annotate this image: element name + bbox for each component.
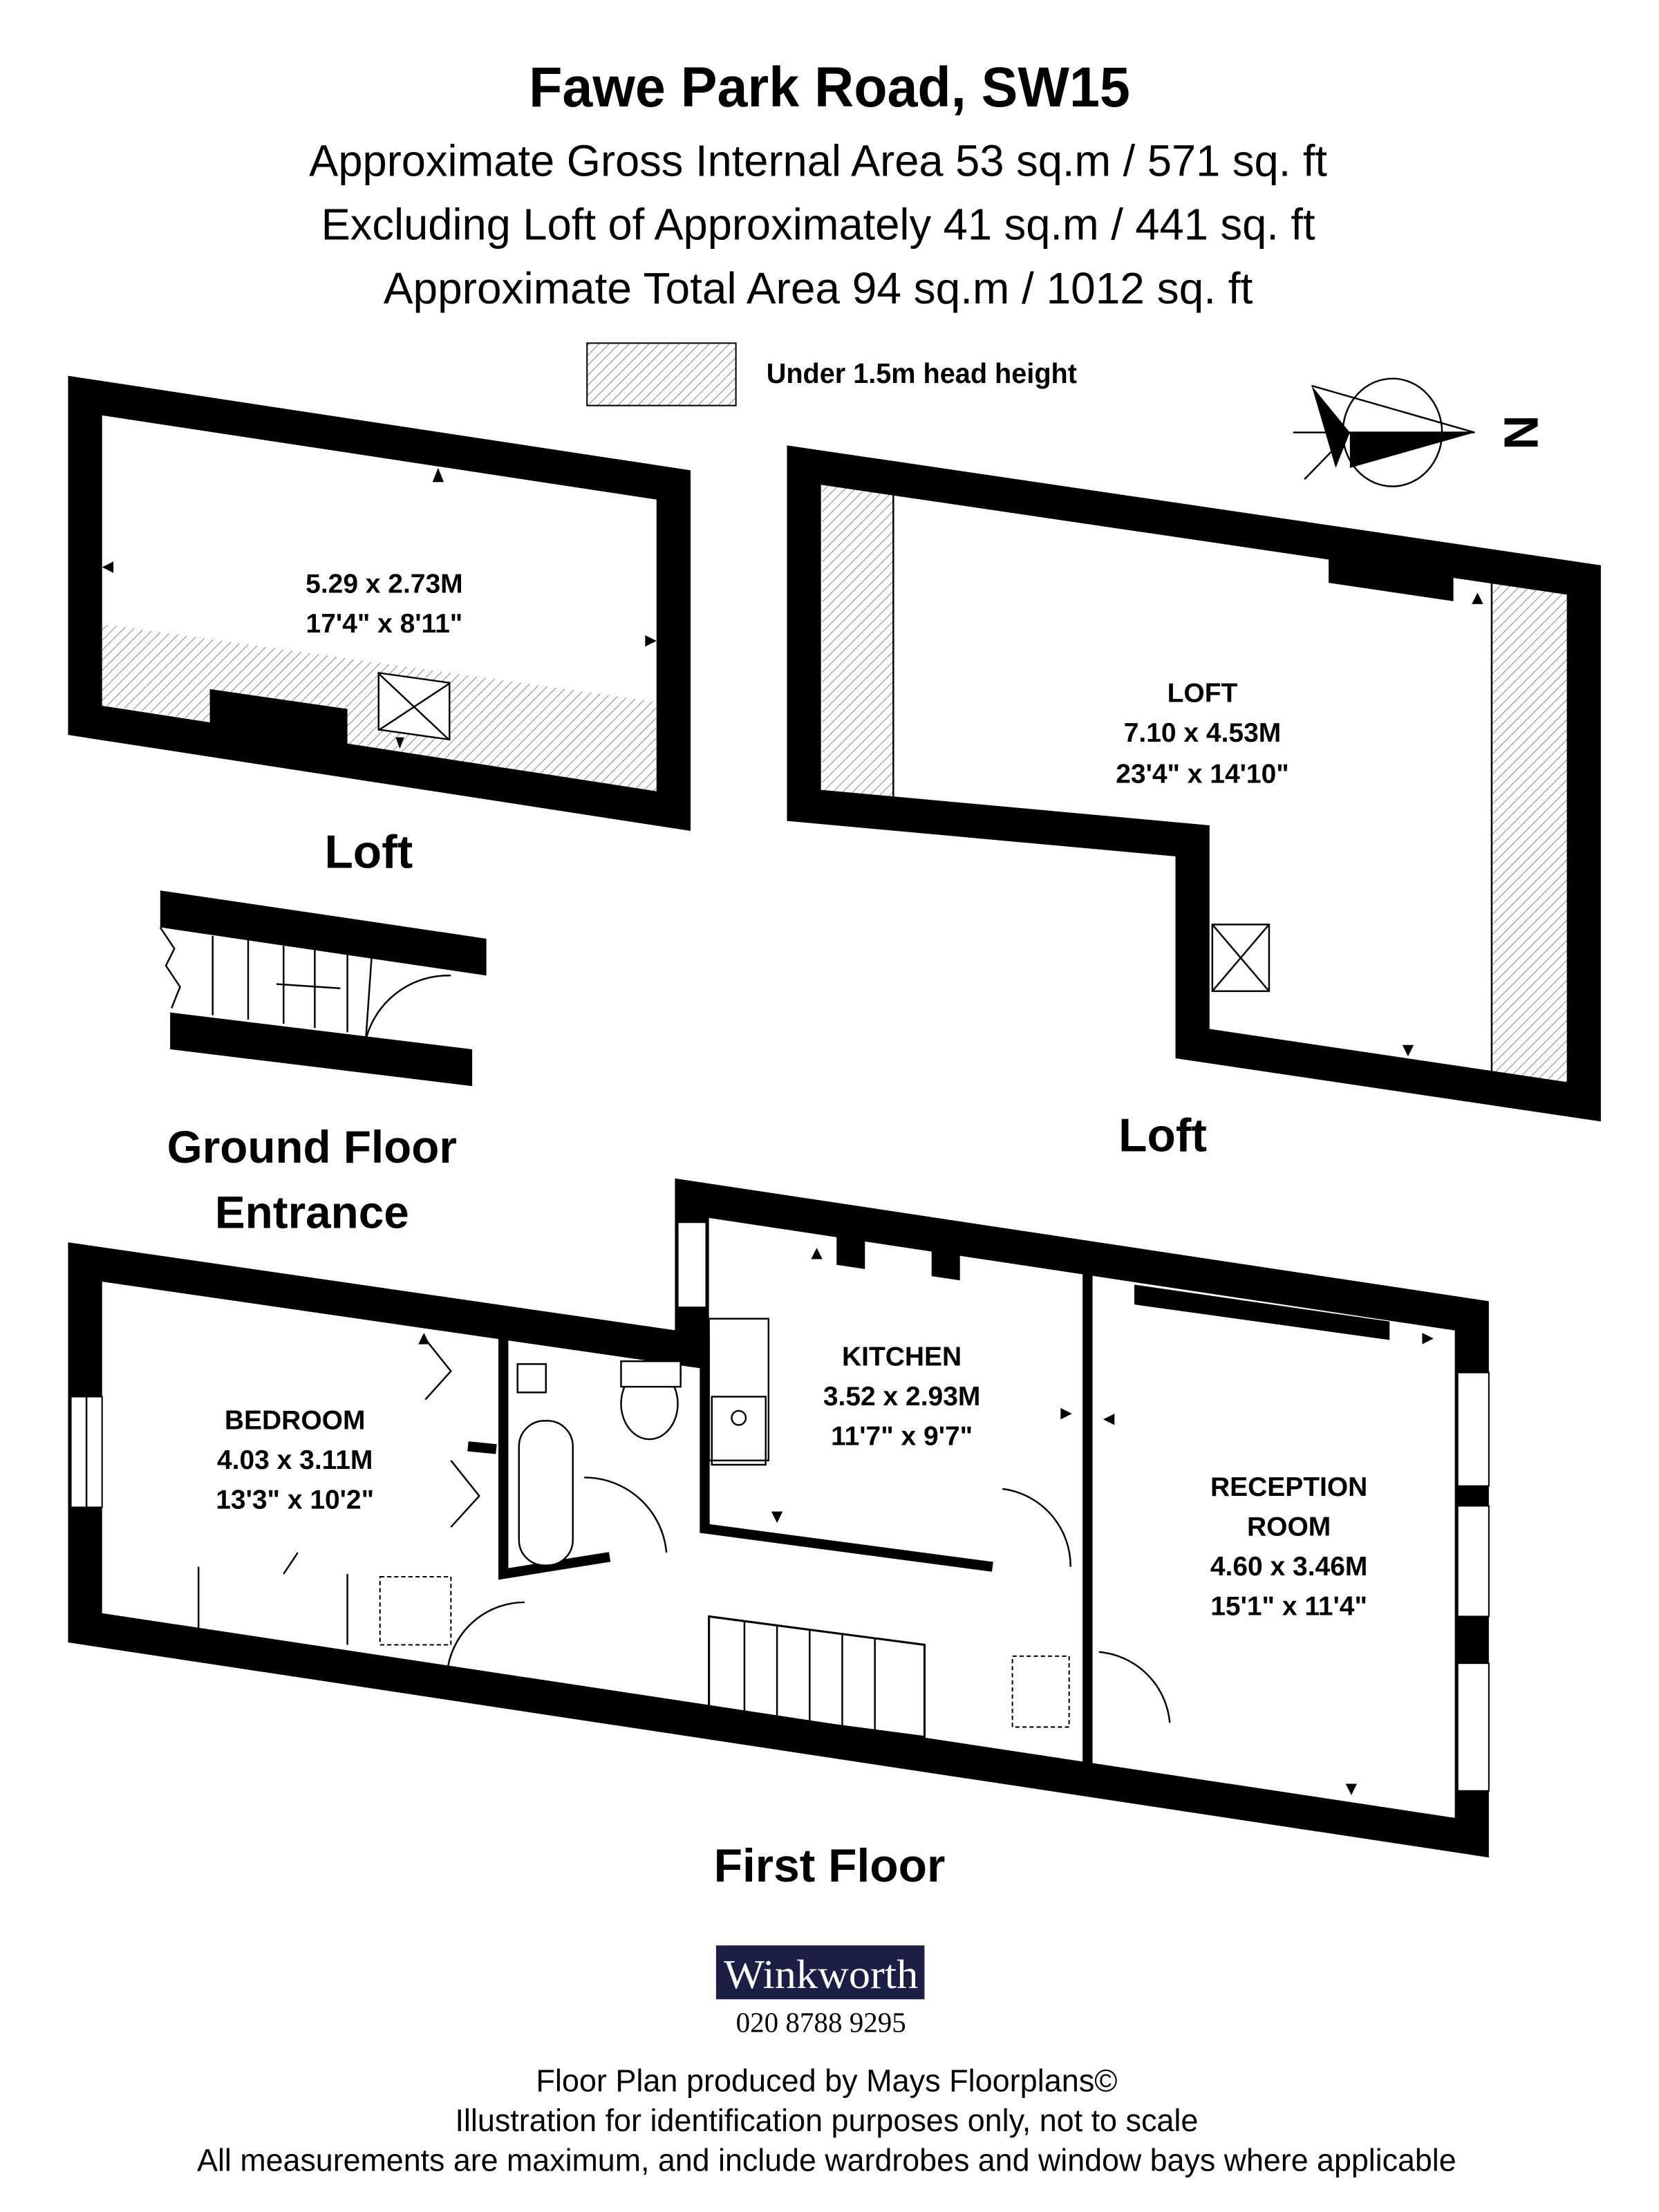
reception-dim-metric: 4.60 x 3.46M xyxy=(1210,1552,1367,1582)
first-floor-label: First Floor xyxy=(714,1840,946,1892)
kitchen-name: KITCHEN xyxy=(842,1342,962,1371)
loft-right-plan xyxy=(787,445,1601,1122)
legend-hatch-swatch xyxy=(586,342,737,406)
winkworth-logo: Winkworth xyxy=(715,1945,925,2000)
loft-right-room-name: LOFT xyxy=(1168,678,1238,708)
ground-floor-entrance-plan xyxy=(159,890,487,1087)
first-floor-plan xyxy=(68,1178,1490,1858)
agent-name: Winkworth xyxy=(724,1951,918,1997)
bedroom-dim-metric: 4.03 x 3.11M xyxy=(217,1445,373,1475)
gross-area-line: Approximate Gross Internal Area 53 sq.m … xyxy=(309,136,1327,185)
kitchen-dim-imperial: 11'7" x 9'7" xyxy=(831,1421,973,1451)
kitchen-dim-metric: 3.52 x 2.93M xyxy=(823,1382,980,1412)
excluding-loft-line: Excluding Loft of Approximately 41 sq.m … xyxy=(321,200,1315,250)
reception-name: RECEPTION xyxy=(1210,1472,1367,1502)
loft-left-dim-imperial: 17'4" x 8'11" xyxy=(306,609,463,639)
legend-label: Under 1.5m head height xyxy=(767,357,1078,389)
loft-left-label: Loft xyxy=(324,826,413,878)
footer-measurements-note: All measurements are maximum, and includ… xyxy=(197,2143,1456,2178)
bedroom-name: BEDROOM xyxy=(225,1406,366,1436)
loft-left-plan xyxy=(68,375,691,832)
agent-phone: 020 8788 9295 xyxy=(736,2006,906,2038)
footer-producer: Floor Plan produced by Mays Floorplans© xyxy=(536,2063,1117,2099)
ground-floor-entrance-label: Entrance xyxy=(215,1187,409,1237)
ground-floor-label: Ground Floor xyxy=(167,1122,457,1172)
loft-right-label: Loft xyxy=(1118,1110,1207,1162)
reception-name-line2: ROOM xyxy=(1247,1512,1331,1542)
footer-disclaimer: Illustration for identification purposes… xyxy=(455,2103,1198,2138)
compass-north-label: N xyxy=(1494,415,1548,449)
total-area-line: Approximate Total Area 94 sq.m / 1012 sq… xyxy=(384,264,1253,313)
reception-dim-imperial: 15'1" x 11'4" xyxy=(1210,1591,1367,1621)
bedroom-dim-imperial: 13'3" x 10'2" xyxy=(216,1485,374,1515)
north-compass-icon: N xyxy=(1293,377,1548,487)
loft-right-dim-imperial: 23'4" x 14'10" xyxy=(1116,759,1289,789)
loft-left-dim-metric: 5.29 x 2.73M xyxy=(306,569,462,599)
page-title: Fawe Park Road, SW15 xyxy=(529,56,1130,119)
loft-right-dim-metric: 7.10 x 4.53M xyxy=(1124,718,1281,748)
